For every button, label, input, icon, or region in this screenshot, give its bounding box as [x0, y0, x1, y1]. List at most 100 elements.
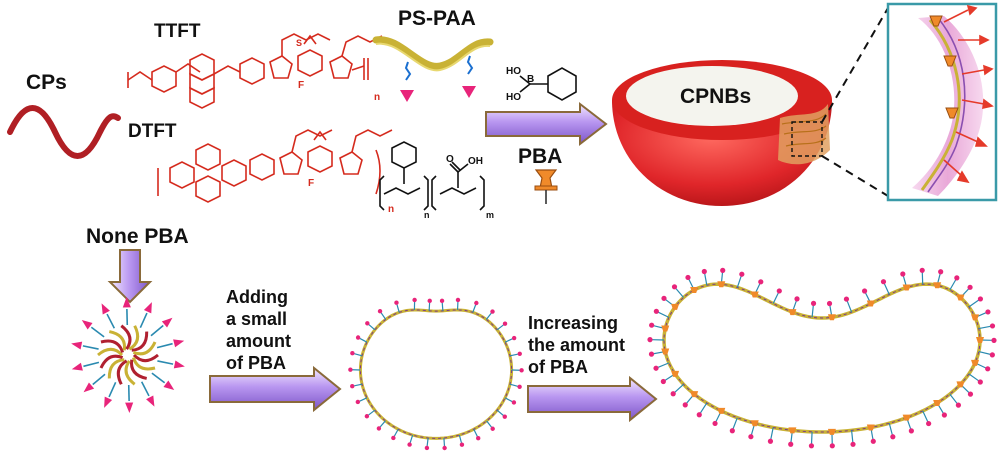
pink-marker-icon — [83, 382, 95, 393]
membrane-arm — [772, 292, 779, 304]
step-increase-line: the amount — [528, 335, 625, 355]
pink-marker-icon — [843, 296, 850, 302]
membrane-helix — [359, 309, 513, 439]
pink-marker-icon — [671, 284, 678, 290]
membrane-arm — [699, 402, 708, 414]
pink-marker-icon — [788, 441, 794, 447]
micelle-core-strand — [128, 325, 140, 351]
pink-marker-icon — [880, 279, 887, 285]
membrane-arm — [883, 283, 890, 295]
ps-paa-structure — [379, 141, 485, 211]
cp-wave-icon — [7, 105, 121, 159]
membrane-strand — [662, 282, 982, 434]
micelle-arm — [83, 361, 100, 368]
membrane-arm — [657, 311, 670, 318]
small-vesicle — [348, 297, 524, 451]
pink-marker-icon — [173, 339, 185, 348]
membrane-arm — [359, 337, 368, 343]
pushpin-icon — [788, 309, 797, 316]
pushpin-icon — [690, 391, 699, 398]
micelle-core-strand — [99, 354, 124, 369]
pink-marker-icon — [517, 384, 522, 389]
micelle-arm — [157, 360, 174, 365]
membrane-arm — [736, 275, 742, 288]
step-small-line: Adding — [226, 287, 288, 307]
pink-marker-icon — [427, 298, 432, 304]
pink-marker-icon — [776, 288, 782, 294]
micelle-core-strand — [97, 347, 124, 357]
pink-marker-icon — [739, 271, 745, 277]
pushpin-icon — [788, 427, 797, 434]
membrane-arm — [770, 427, 774, 440]
membrane-arm — [441, 302, 444, 311]
pink-marker-icon — [989, 323, 996, 329]
pushpin-icon — [976, 337, 984, 343]
pink-marker-icon — [350, 351, 355, 356]
pink-marker-icon — [407, 442, 412, 447]
none-pba-arrow — [107, 249, 153, 304]
pushpin-icon — [661, 325, 670, 332]
pushpin-icon — [933, 282, 942, 289]
pink-marker-icon — [810, 300, 817, 306]
pushpin-icon — [866, 424, 875, 431]
membrane-arm — [354, 353, 363, 357]
micelle-core-strand — [129, 359, 148, 380]
pba-boron: B — [527, 74, 534, 85]
zoom-box — [791, 121, 823, 157]
pink-marker-icon — [412, 297, 417, 303]
membrane-arm — [443, 437, 446, 447]
pink-marker-icon — [919, 267, 925, 273]
pink-marker-icon — [649, 322, 655, 328]
micelle-core-strand — [107, 358, 125, 379]
step-small-line: of PBA — [226, 353, 286, 373]
pink-marker-icon — [173, 360, 185, 369]
micelle-core-strand — [116, 359, 128, 385]
pink-marker-icon — [670, 391, 676, 397]
membrane-arm — [485, 312, 492, 320]
membrane-arm — [396, 304, 400, 313]
pushpin-icon — [750, 420, 759, 427]
pink-marker-icon — [720, 267, 726, 273]
micelle-arm — [156, 342, 173, 349]
pink-marker-icon — [712, 420, 718, 427]
ps-paa-label: PS-PAA — [398, 7, 476, 30]
pink-marker-icon — [808, 443, 815, 449]
membrane-arm — [732, 417, 738, 430]
micelle-core-strand — [108, 330, 127, 351]
pba-structure — [519, 67, 577, 101]
ttft-label: TTFT — [154, 21, 201, 42]
dtft-fluorine: F — [308, 178, 314, 189]
pink-marker-icon — [954, 275, 960, 281]
pink-marker-icon — [462, 86, 476, 98]
pink-marker-icon — [355, 399, 361, 405]
membrane-arm — [509, 353, 518, 357]
membrane-arm — [978, 325, 991, 330]
pink-marker-icon — [455, 297, 461, 303]
pink-marker-icon — [348, 367, 353, 372]
pink-marker-icon — [439, 298, 445, 304]
pink-marker-icon — [391, 435, 396, 441]
ps-paa-chain — [372, 36, 494, 102]
paa-oxygen: O — [446, 154, 454, 165]
step-increase-line: of PBA — [528, 357, 588, 377]
pink-marker-icon — [701, 268, 707, 275]
pink-marker-icon — [424, 445, 430, 451]
increase-pba-arrow — [527, 375, 658, 423]
pink-marker-icon — [474, 300, 479, 306]
pink-marker-icon — [377, 308, 383, 314]
pink-marker-icon — [696, 412, 702, 418]
pink-marker-icon — [977, 379, 983, 385]
pink-marker-icon — [394, 300, 399, 305]
membrane-arm — [949, 279, 957, 291]
membrane-arm — [496, 409, 504, 416]
step-small-line: amount — [226, 331, 291, 351]
membrane-helix — [663, 283, 981, 433]
pink-marker-icon — [938, 269, 944, 275]
micelle-arm — [151, 372, 166, 384]
pink-marker-icon — [71, 362, 83, 371]
membrane-arm — [811, 305, 814, 318]
membrane-arm — [458, 434, 463, 443]
micelle-arm — [106, 313, 116, 329]
micelle-arm — [139, 312, 148, 328]
